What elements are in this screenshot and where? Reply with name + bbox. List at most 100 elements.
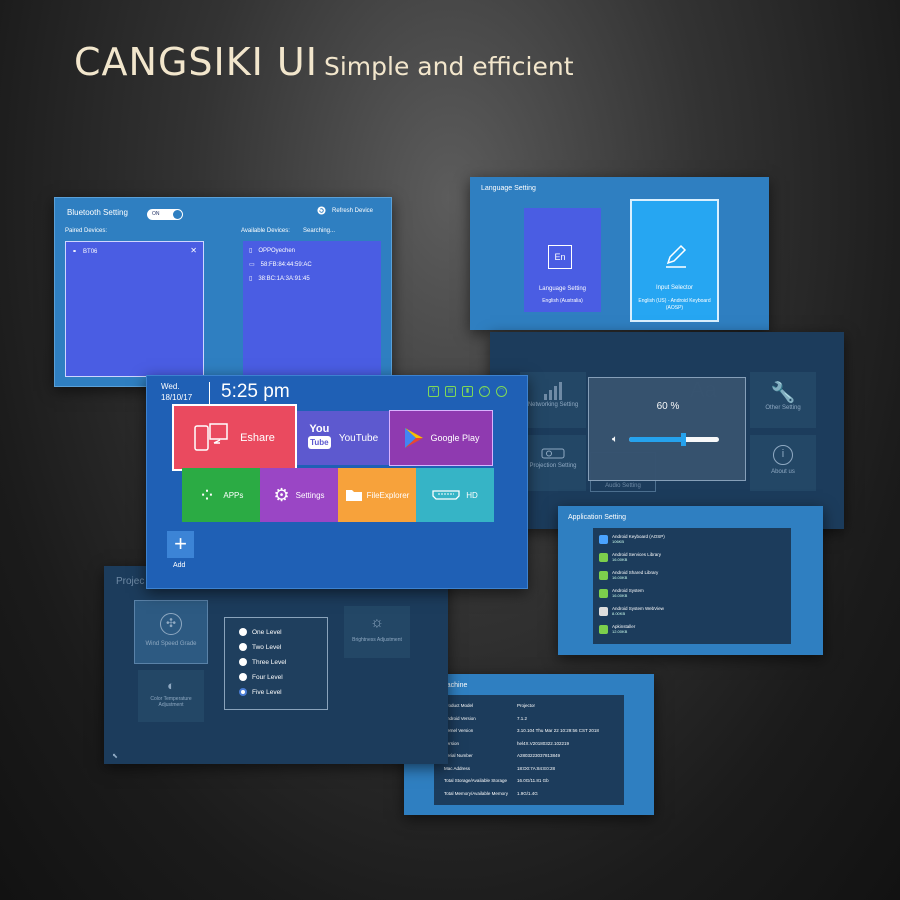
about-value: Projector [517,703,536,708]
brightness-icon: ☼ [370,614,384,631]
hdmi-icon [432,490,460,500]
close-icon[interactable]: ✕ [190,246,197,255]
volume-popup: 60 % 🔈︎ [588,377,746,481]
hd-tile[interactable]: HD [416,468,494,522]
paired-device-item[interactable]: ⚭BT06 [72,248,97,256]
android-app-icon [599,588,608,598]
available-devices-label: Available Devices: [241,228,290,234]
input-selector-tile[interactable]: Input Selector English (US) - Android Ke… [630,199,719,322]
bluetooth-setting-screen: Bluetooth Setting ON Refresh Device Pair… [54,197,392,387]
cursor-icon: ⬉ [112,753,118,760]
brightness-tile[interactable]: ☼ Brightness Adjustment [344,606,410,658]
settings-tile-networking[interactable]: Networking Setting [520,372,586,428]
android-app-icon [599,624,608,634]
android-app-icon [599,534,608,544]
tile-label: Eshare [240,431,275,444]
level-option[interactable]: One Level [239,628,282,636]
radio-icon[interactable] [239,643,247,651]
level-option[interactable]: Four Level [239,673,283,681]
add-button[interactable]: + [167,531,194,558]
available-device-item[interactable]: ▭58:FB:84:44:59:AC [249,261,312,269]
color-temperature-tile[interactable]: ◐ Color Temperature Adjustment [138,670,204,722]
tile-label: About us [771,469,795,475]
tile-label: Color Temperature Adjustment [150,696,192,708]
refresh-device-button[interactable]: Refresh Device [317,206,373,215]
application-list: Android Keyboard (AOSP)106KB Android Serv… [593,528,791,644]
input-selector-label: Input Selector [655,285,694,291]
volume-slider[interactable] [629,433,719,446]
radio-icon[interactable] [239,673,247,681]
gear-icon: ⚙ [273,484,290,505]
level-label: One Level [252,628,282,636]
about-key: Version [444,740,460,746]
settings-tile-about[interactable]: i About us [750,435,816,491]
clock-time: 5:25 pm [221,381,290,402]
android-app-icon [599,570,608,580]
about-key: Total Storage/Available Storage [444,778,507,783]
tile-label: HD [466,490,478,500]
language-setting-screen: Language Setting En Language Setting Eng… [470,177,769,330]
weekday: Wed. [161,382,180,391]
app-list-item[interactable]: Android Keyboard (AOSP)106KB [599,534,665,544]
app-size: 12.00KB [612,629,628,634]
volume-slider-knob[interactable] [681,433,686,446]
google-play-icon [405,428,424,448]
radio-icon[interactable] [239,658,247,666]
about-value: A2803223037813849 [517,753,561,758]
input-selector-value: English (US) - Android Keyboard (AOSP) [638,298,711,311]
level-label: Five Level [252,688,282,696]
tile-label: APPs [223,490,244,500]
settings-tile[interactable]: ⚙Settings [260,468,338,522]
settings-tile-other[interactable]: 🔧 Other Setting [750,372,816,428]
available-devices-list: ▯OPPOyechen ▭58:FB:84:44:59:AC ▯38:BC:1A… [243,241,381,377]
language-setting-tile[interactable]: En Language Setting English (Australia) [524,208,601,312]
application-setting-screen: Application Setting Android Keyboard (AO… [558,506,823,655]
app-size: 106KB [612,539,625,544]
searching-status: Searching... [303,228,336,234]
refresh-icon [317,206,326,215]
wind-speed-tile[interactable]: ✣ Wind Speed Grade [134,600,208,664]
radio-icon[interactable] [239,688,247,696]
volume-percent: 60 % [656,401,680,412]
usb-icon: ⚲ [428,386,439,397]
app-name: Android Keyboard (AOSP) [612,534,665,539]
google-play-tile[interactable]: Google Play [389,410,493,466]
bluetooth-toggle[interactable]: ON [147,209,183,220]
app-size: 8.00KB [612,611,626,616]
level-option[interactable]: Five Level [239,688,282,696]
file-explorer-tile[interactable]: FileExplorer [338,468,416,522]
level-option[interactable]: Two Level [239,643,281,651]
tile-label: Networking Setting [527,402,579,408]
wrench-icon: 🔧 [770,382,796,404]
about-key: Kernel Version [444,728,474,733]
android-app-icon [599,552,608,562]
brand-title: CANGSIKI UI [74,40,318,84]
fan-icon: ✣ [160,613,182,635]
phone-icon: ▯ [249,248,253,254]
projection-title: Projec [116,576,145,587]
available-device-item[interactable]: ▯38:BC:1A:3A:91:45 [249,275,310,283]
app-size: 16.00KB [612,593,628,598]
about-value: 1.9G/1.4G [517,790,538,796]
folder-icon [345,490,362,501]
speaker-icon: 🔈︎ [612,434,618,445]
eshare-tile[interactable]: Eshare [172,404,297,471]
radio-icon[interactable] [239,628,247,636]
wifi-icon: ◠ [496,386,507,397]
available-device-item[interactable]: ▯OPPOyechen [249,247,295,255]
level-option[interactable]: Three Level [239,658,286,666]
tile-label: Wind Speed Grade [145,641,197,647]
about-key: Mac Address [444,765,471,771]
laptop-icon: ▭ [249,262,255,268]
plus-icon: + [174,531,187,556]
apps-tile[interactable]: ⁘APPs [182,468,260,522]
settings-tile-projection[interactable]: Projection Setting [520,435,586,491]
